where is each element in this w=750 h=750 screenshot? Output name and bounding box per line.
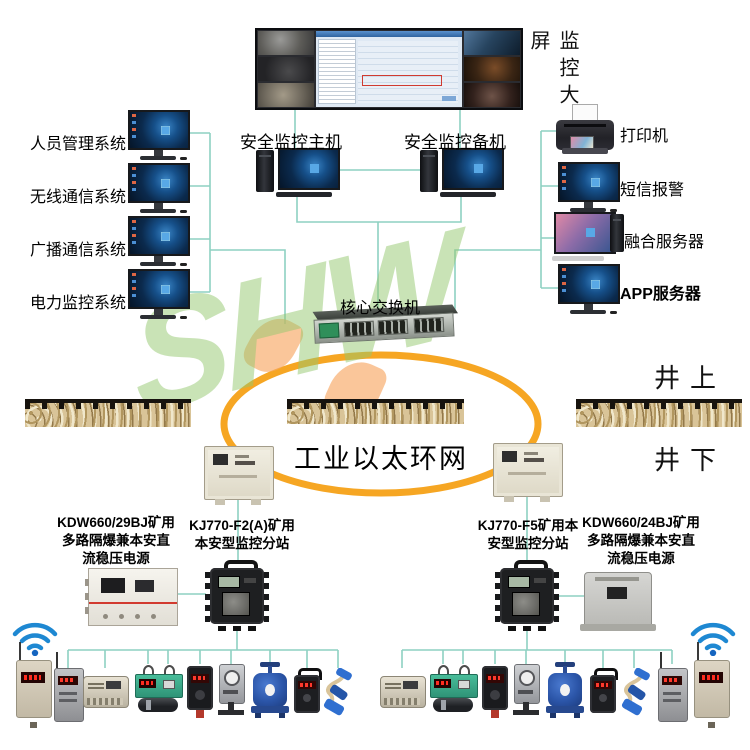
label-line: KDW660/24BJ矿用: [582, 515, 700, 530]
label-station-right: KJ770-F5矿用本 安型监控分站: [458, 517, 598, 553]
wifi-icon: [10, 620, 60, 657]
label-surface: 井上: [654, 364, 727, 393]
label-line: 本安型监控分站: [194, 536, 290, 551]
portable-sensor-icon: [590, 668, 618, 718]
wifi-icon: [688, 620, 738, 657]
camera-feed: [257, 30, 315, 56]
broadcast-system-monitor: [128, 216, 190, 266]
label-fusion-server: 融合服务器: [624, 234, 705, 251]
label-ethernet-ring: 工业以太环网: [294, 444, 468, 474]
psu-left-icon: [85, 568, 178, 626]
label-app-server: APP服务器: [620, 286, 701, 303]
camera-feed: [463, 56, 521, 82]
monitoring-substation-right: [495, 560, 559, 631]
gas-sensor-icon: [187, 666, 213, 718]
app-server-monitor: [558, 264, 620, 314]
wind-speed-sensor-icon: [218, 664, 245, 720]
power-system-monitor: [128, 269, 190, 319]
label-psu-right: KDW660/24BJ矿用 多路隔爆兼本安直 流稳压电源: [560, 514, 722, 568]
card-reader-icon: [380, 676, 426, 708]
camera-column-left: [257, 30, 315, 108]
label-line: 多路隔爆兼本安直: [587, 533, 695, 548]
card-reader-icon: [83, 676, 129, 708]
personnel-system-monitor: [128, 110, 190, 160]
label-primary-host: 安全监控主机: [240, 133, 342, 152]
camera-feed: [463, 30, 521, 56]
label-line: 多路隔爆兼本安直: [62, 533, 170, 548]
cable-coil-icon: [618, 667, 652, 721]
video-wall: [255, 28, 523, 110]
tree-panel: [318, 39, 356, 104]
label-power-monitor-system: 电力监控系统: [30, 295, 127, 312]
flow-sensor-icon: [430, 665, 478, 714]
water-valve-icon: [546, 662, 584, 720]
highlight-box: [362, 75, 442, 86]
camera-feed: [463, 82, 521, 108]
label-line: 安型监控分站: [487, 536, 569, 551]
label-line: 流稳压电源: [82, 551, 150, 566]
label-printer: 打印机: [620, 128, 669, 145]
label-station-left: KJ770-F2(A)矿用 本安型监控分站: [172, 517, 312, 553]
monitoring-software-screen: [315, 30, 463, 108]
label-line: KJ770-F5矿用本: [477, 518, 579, 533]
big-screen-label: 监控大屏: [527, 30, 578, 111]
label-core-switch: 核心交换机: [340, 300, 421, 317]
label-wireless-system: 无线通信系统: [30, 189, 127, 206]
fusion-server-computer: [552, 212, 624, 262]
printer-icon: [556, 104, 614, 158]
label-personnel-system: 人员管理系统: [30, 136, 127, 153]
label-sms-alarm: 短信报警: [620, 182, 685, 199]
water-valve-icon: [251, 662, 289, 720]
ground-strip-middle: [287, 399, 464, 424]
camera-feed: [257, 56, 315, 82]
label-backup-host: 安全监控备机: [404, 133, 506, 152]
sms-alarm-monitor: [558, 162, 620, 212]
psu-right-icon: [580, 572, 656, 631]
title-bar: [316, 31, 462, 37]
ground-strip-right: [576, 399, 742, 427]
label-line: KDW660/29BJ矿用: [57, 515, 175, 530]
wind-speed-sensor-icon: [513, 664, 540, 720]
wireless-system-monitor: [128, 163, 190, 213]
camera-column-right: [463, 30, 521, 108]
label-line: KJ770-F2(A)矿用: [189, 518, 295, 533]
wireless-sensor-icon: [658, 652, 688, 726]
label-line: 流稳压电源: [607, 551, 675, 566]
dialog-button: [442, 96, 456, 101]
label-underground: 井下: [654, 446, 727, 475]
label-broadcast-system: 广播通信系统: [30, 242, 127, 259]
cable-coil-icon: [320, 667, 354, 721]
wireless-transmitter-icon: [16, 642, 52, 728]
monitoring-substation-left: [205, 560, 269, 631]
ring-junction-box-right: [493, 443, 563, 502]
portable-sensor-icon: [294, 668, 322, 718]
wireless-sensor-icon: [54, 652, 84, 726]
wireless-transmitter-icon: [694, 642, 730, 728]
gas-sensor-icon: [482, 666, 508, 718]
ground-strip-left: [25, 399, 191, 427]
form-area: [358, 41, 458, 103]
ring-junction-box-left: [204, 446, 274, 505]
flow-sensor-icon: [135, 665, 183, 714]
camera-feed: [257, 82, 315, 108]
label-psu-left: KDW660/29BJ矿用 多路隔爆兼本安直 流稳压电源: [35, 514, 197, 568]
primary-host-computer: [256, 148, 340, 198]
backup-host-computer: [420, 148, 504, 198]
